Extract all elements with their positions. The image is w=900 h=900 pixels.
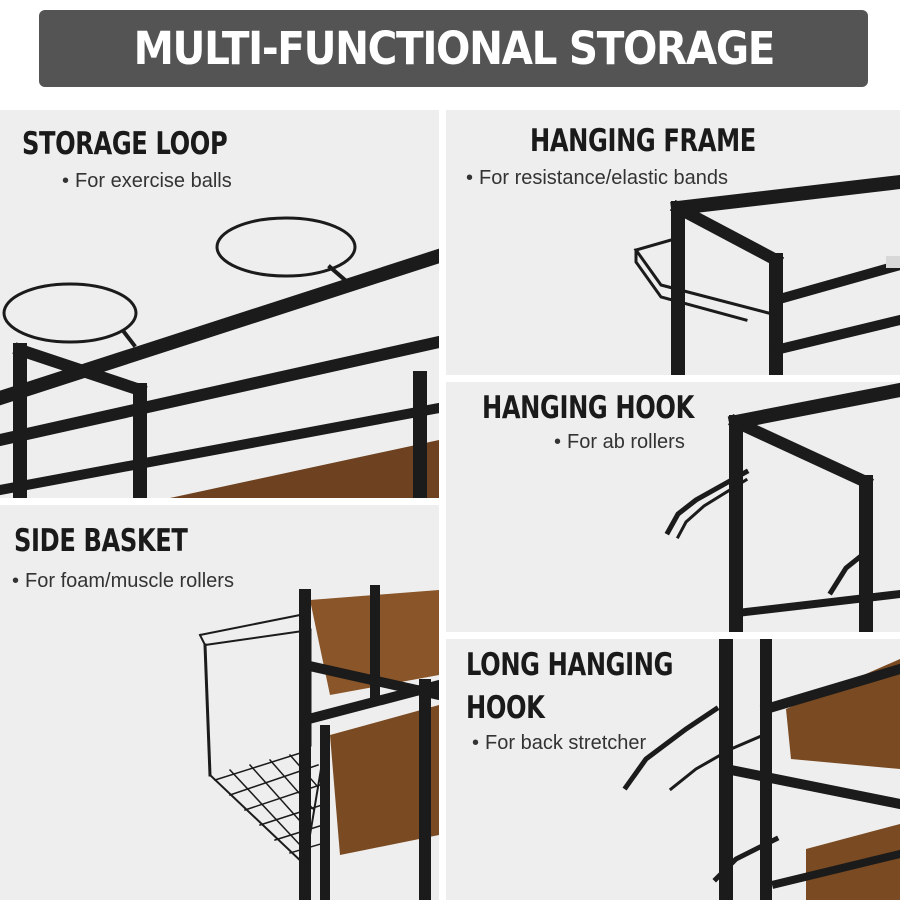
- hanging-hook-panel: HANGING HOOK •For ab rollers: [446, 382, 900, 632]
- storage-loop-panel: STORAGE LOOP •For exercise balls: [0, 110, 439, 498]
- hanging-hook-illustration: [446, 382, 900, 632]
- storage-loop-bullet-text: For exercise balls: [75, 170, 232, 192]
- long-hanging-hook-title-line2: HOOK: [466, 690, 545, 726]
- banner-title: MULTI-FUNCTIONAL STORAGE: [133, 22, 775, 75]
- long-hanging-hook-panel: LONG HANGING HOOK •For back stretcher: [446, 639, 900, 900]
- hanging-frame-bullet: •For resistance/elastic bands: [466, 166, 728, 190]
- long-hanging-hook-title-line1: LONG HANGING: [466, 647, 674, 683]
- long-hanging-hook-illustration: [446, 639, 900, 900]
- hanging-hook-title: HANGING HOOK: [482, 390, 694, 426]
- side-basket-bullet: •For foam/muscle rollers: [12, 569, 234, 593]
- hanging-frame-title: HANGING FRAME: [530, 123, 756, 159]
- side-basket-title: SIDE BASKET: [14, 523, 188, 559]
- bullet-dot-icon: •: [554, 431, 562, 453]
- title-banner: MULTI-FUNCTIONAL STORAGE: [39, 10, 868, 87]
- bullet-dot-icon: •: [12, 570, 20, 592]
- storage-loop-bullet: •For exercise balls: [62, 169, 232, 193]
- storage-loop-title: STORAGE LOOP: [22, 126, 228, 162]
- side-basket-bullet-text: For foam/muscle rollers: [25, 570, 234, 592]
- bullet-dot-icon: •: [62, 170, 70, 192]
- hanging-frame-bullet-text: For resistance/elastic bands: [479, 167, 729, 189]
- hanging-frame-illustration: [446, 110, 900, 375]
- bullet-dot-icon: •: [466, 167, 474, 189]
- storage-loop-illustration: [0, 110, 439, 498]
- hanging-hook-bullet-text: For ab rollers: [567, 431, 685, 453]
- side-basket-panel: SIDE BASKET •For foam/muscle rollers: [0, 505, 439, 900]
- bullet-dot-icon: •: [472, 732, 480, 754]
- long-hanging-hook-bullet-text: For back stretcher: [485, 732, 647, 754]
- long-hanging-hook-bullet: •For back stretcher: [472, 731, 646, 755]
- hanging-frame-panel: HANGING FRAME •For resistance/elastic ba…: [446, 110, 900, 375]
- side-basket-illustration: [0, 505, 439, 900]
- hanging-hook-bullet: •For ab rollers: [554, 430, 685, 454]
